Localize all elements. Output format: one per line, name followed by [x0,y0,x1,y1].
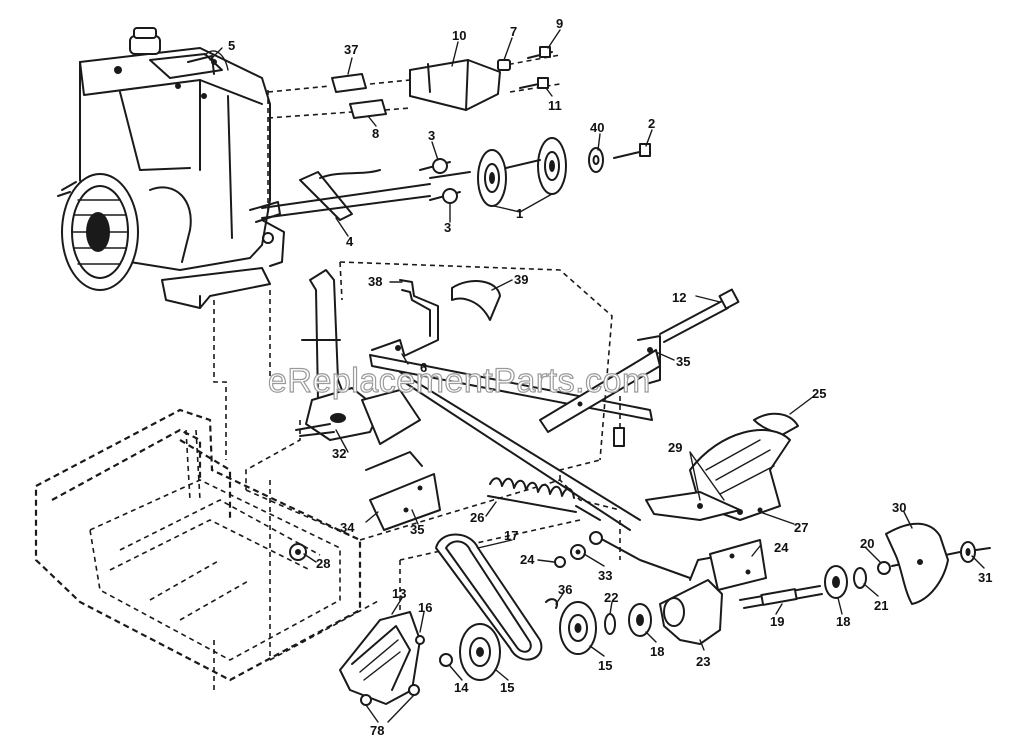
part-label: 39 [514,272,528,287]
part-label: 7 [510,24,517,39]
drive-shaft-assembly [261,46,651,221]
part-label: 24 [774,540,789,555]
part-label: 40 [590,120,604,135]
part-label: 28 [316,556,330,571]
part-label: 12 [672,290,686,305]
part-label: 25 [812,386,826,401]
belt-drive [339,477,991,723]
part-label: 15 [598,658,612,673]
part-label: 22 [604,590,618,605]
part-label: 31 [978,570,992,585]
part-label: 29 [668,440,682,455]
part-label: 35 [410,522,424,537]
part-label: 3 [444,220,451,235]
engine [57,27,285,309]
part-label: 20 [860,536,874,551]
part-label: 32 [332,446,346,461]
part-label: 5 [228,38,235,53]
control-linkage [295,269,740,531]
part-label: 23 [696,654,710,669]
part-labels: 5 37 10 7 9 11 8 3 40 2 1 4 3 38 39 12 6… [228,16,992,738]
part-label: 2 [648,116,655,131]
leader-lines [209,29,985,681]
chute-assembly [645,412,799,521]
part-label: 14 [454,680,469,695]
part-label: 78 [370,723,384,738]
watermark-text: eReplacementParts.com [268,362,651,400]
part-label: 37 [344,42,358,57]
part-label: 3 [428,128,435,143]
part-label: 21 [874,598,888,613]
part-label: 18 [836,614,850,629]
part-label: 1 [516,206,523,221]
part-label: 33 [598,568,612,583]
part-label: 36 [558,582,572,597]
part-label: 24 [520,552,535,567]
part-label: 30 [892,500,906,515]
chassis-frame [34,261,621,690]
part-label: 15 [500,680,514,695]
part-label: 35 [676,354,690,369]
part-label: 6 [420,360,427,375]
part-label: 17 [504,528,518,543]
part-label: 4 [346,234,354,249]
part-label: 27 [794,520,808,535]
part-label: 10 [452,28,466,43]
part-label: 18 [650,644,664,659]
part-label: 38 [368,274,382,289]
part-label: 8 [372,126,379,141]
part-label: 11 [548,98,562,113]
part-label: 19 [770,614,784,629]
part-label: 16 [418,600,432,615]
part-label: 9 [556,16,563,31]
part-label: 34 [340,520,355,535]
part-label: 26 [470,510,484,525]
part-label: 13 [392,586,406,601]
